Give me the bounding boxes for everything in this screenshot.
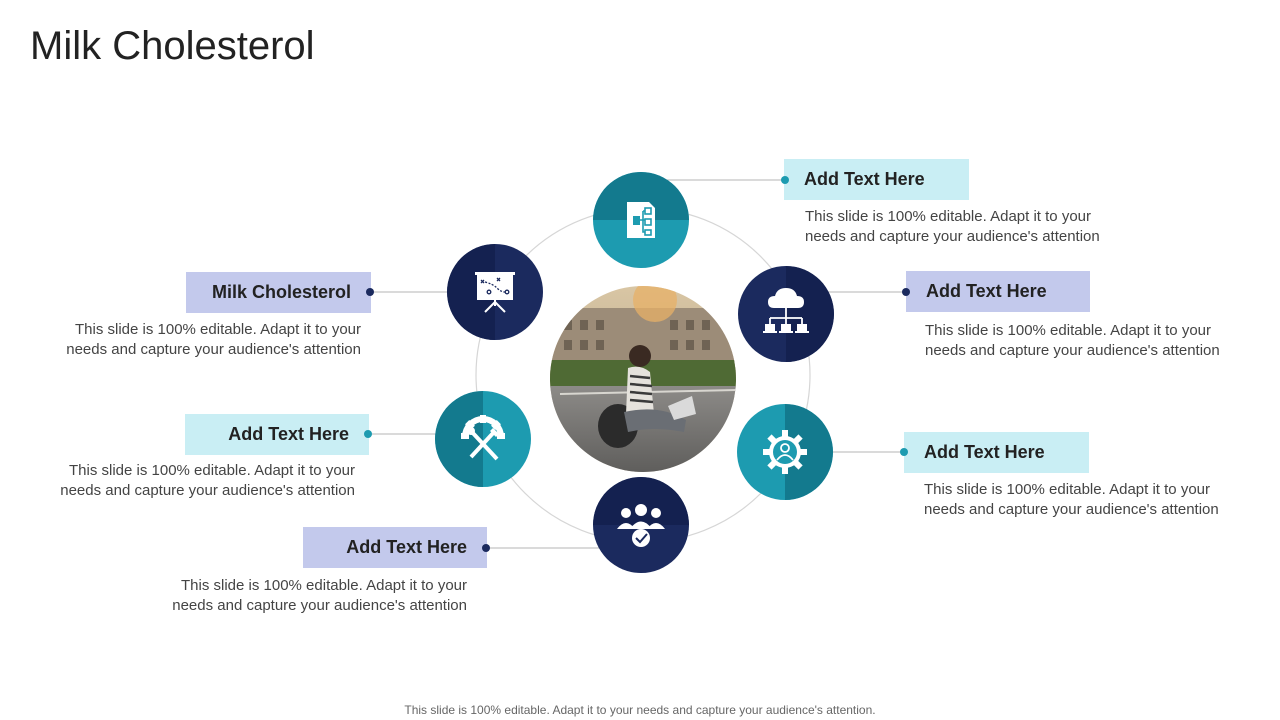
item-3-label-box: Add Text Here <box>904 432 1089 473</box>
item-1-connector-dot <box>781 176 789 184</box>
item-2-label: Add Text Here <box>926 281 1047 301</box>
item-2-label-box: Add Text Here <box>906 271 1090 312</box>
node-strategy-board <box>447 244 543 340</box>
footer-note: This slide is 100% editable. Adapt it to… <box>404 703 876 717</box>
strategy-board-icon <box>475 272 515 313</box>
item-2-description: This slide is 100% editable. Adapt it to… <box>925 322 1220 359</box>
team-check-icon <box>617 504 665 547</box>
node-org-chart <box>593 172 689 268</box>
item-6-label: Milk Cholesterol <box>211 282 351 302</box>
node-gear-tools <box>435 391 531 487</box>
item-6-description: This slide is 100% editable. Adapt it to… <box>66 321 361 358</box>
org-chart-document-icon <box>627 202 655 238</box>
item-3-description: This slide is 100% editable. Adapt it to… <box>924 481 1219 518</box>
item-3-connector-dot <box>900 448 908 456</box>
item-4-label: Add Text Here <box>346 537 467 557</box>
item-5-connector-dot <box>364 430 372 438</box>
item-1-description: This slide is 100% editable. Adapt it to… <box>805 208 1100 245</box>
item-2-connector-dot <box>902 288 910 296</box>
item-4-description: This slide is 100% editable. Adapt it to… <box>172 577 467 614</box>
node-gear-user <box>737 404 833 500</box>
node-team-check <box>593 477 689 573</box>
gear-tools-icon <box>461 415 505 461</box>
item-6-connector-dot <box>366 288 374 296</box>
page-title: Milk Cholesterol <box>30 24 315 68</box>
item-5-label-box: Add Text Here <box>185 414 369 455</box>
item-3-label: Add Text Here <box>924 442 1045 462</box>
item-5-description: This slide is 100% editable. Adapt it to… <box>60 462 355 499</box>
item-1-label: Add Text Here <box>804 169 925 189</box>
item-4-connector-dot <box>482 544 490 552</box>
item-6-label-box: Milk Cholesterol <box>186 272 371 313</box>
item-5-label: Add Text Here <box>228 424 349 444</box>
item-1-label-box: Add Text Here <box>784 159 969 200</box>
cloud-network-icon <box>763 288 809 333</box>
node-cloud-network <box>738 266 834 362</box>
item-4-label-box: Add Text Here <box>303 527 487 568</box>
center-photo <box>550 286 736 472</box>
gear-user-icon <box>763 430 807 474</box>
